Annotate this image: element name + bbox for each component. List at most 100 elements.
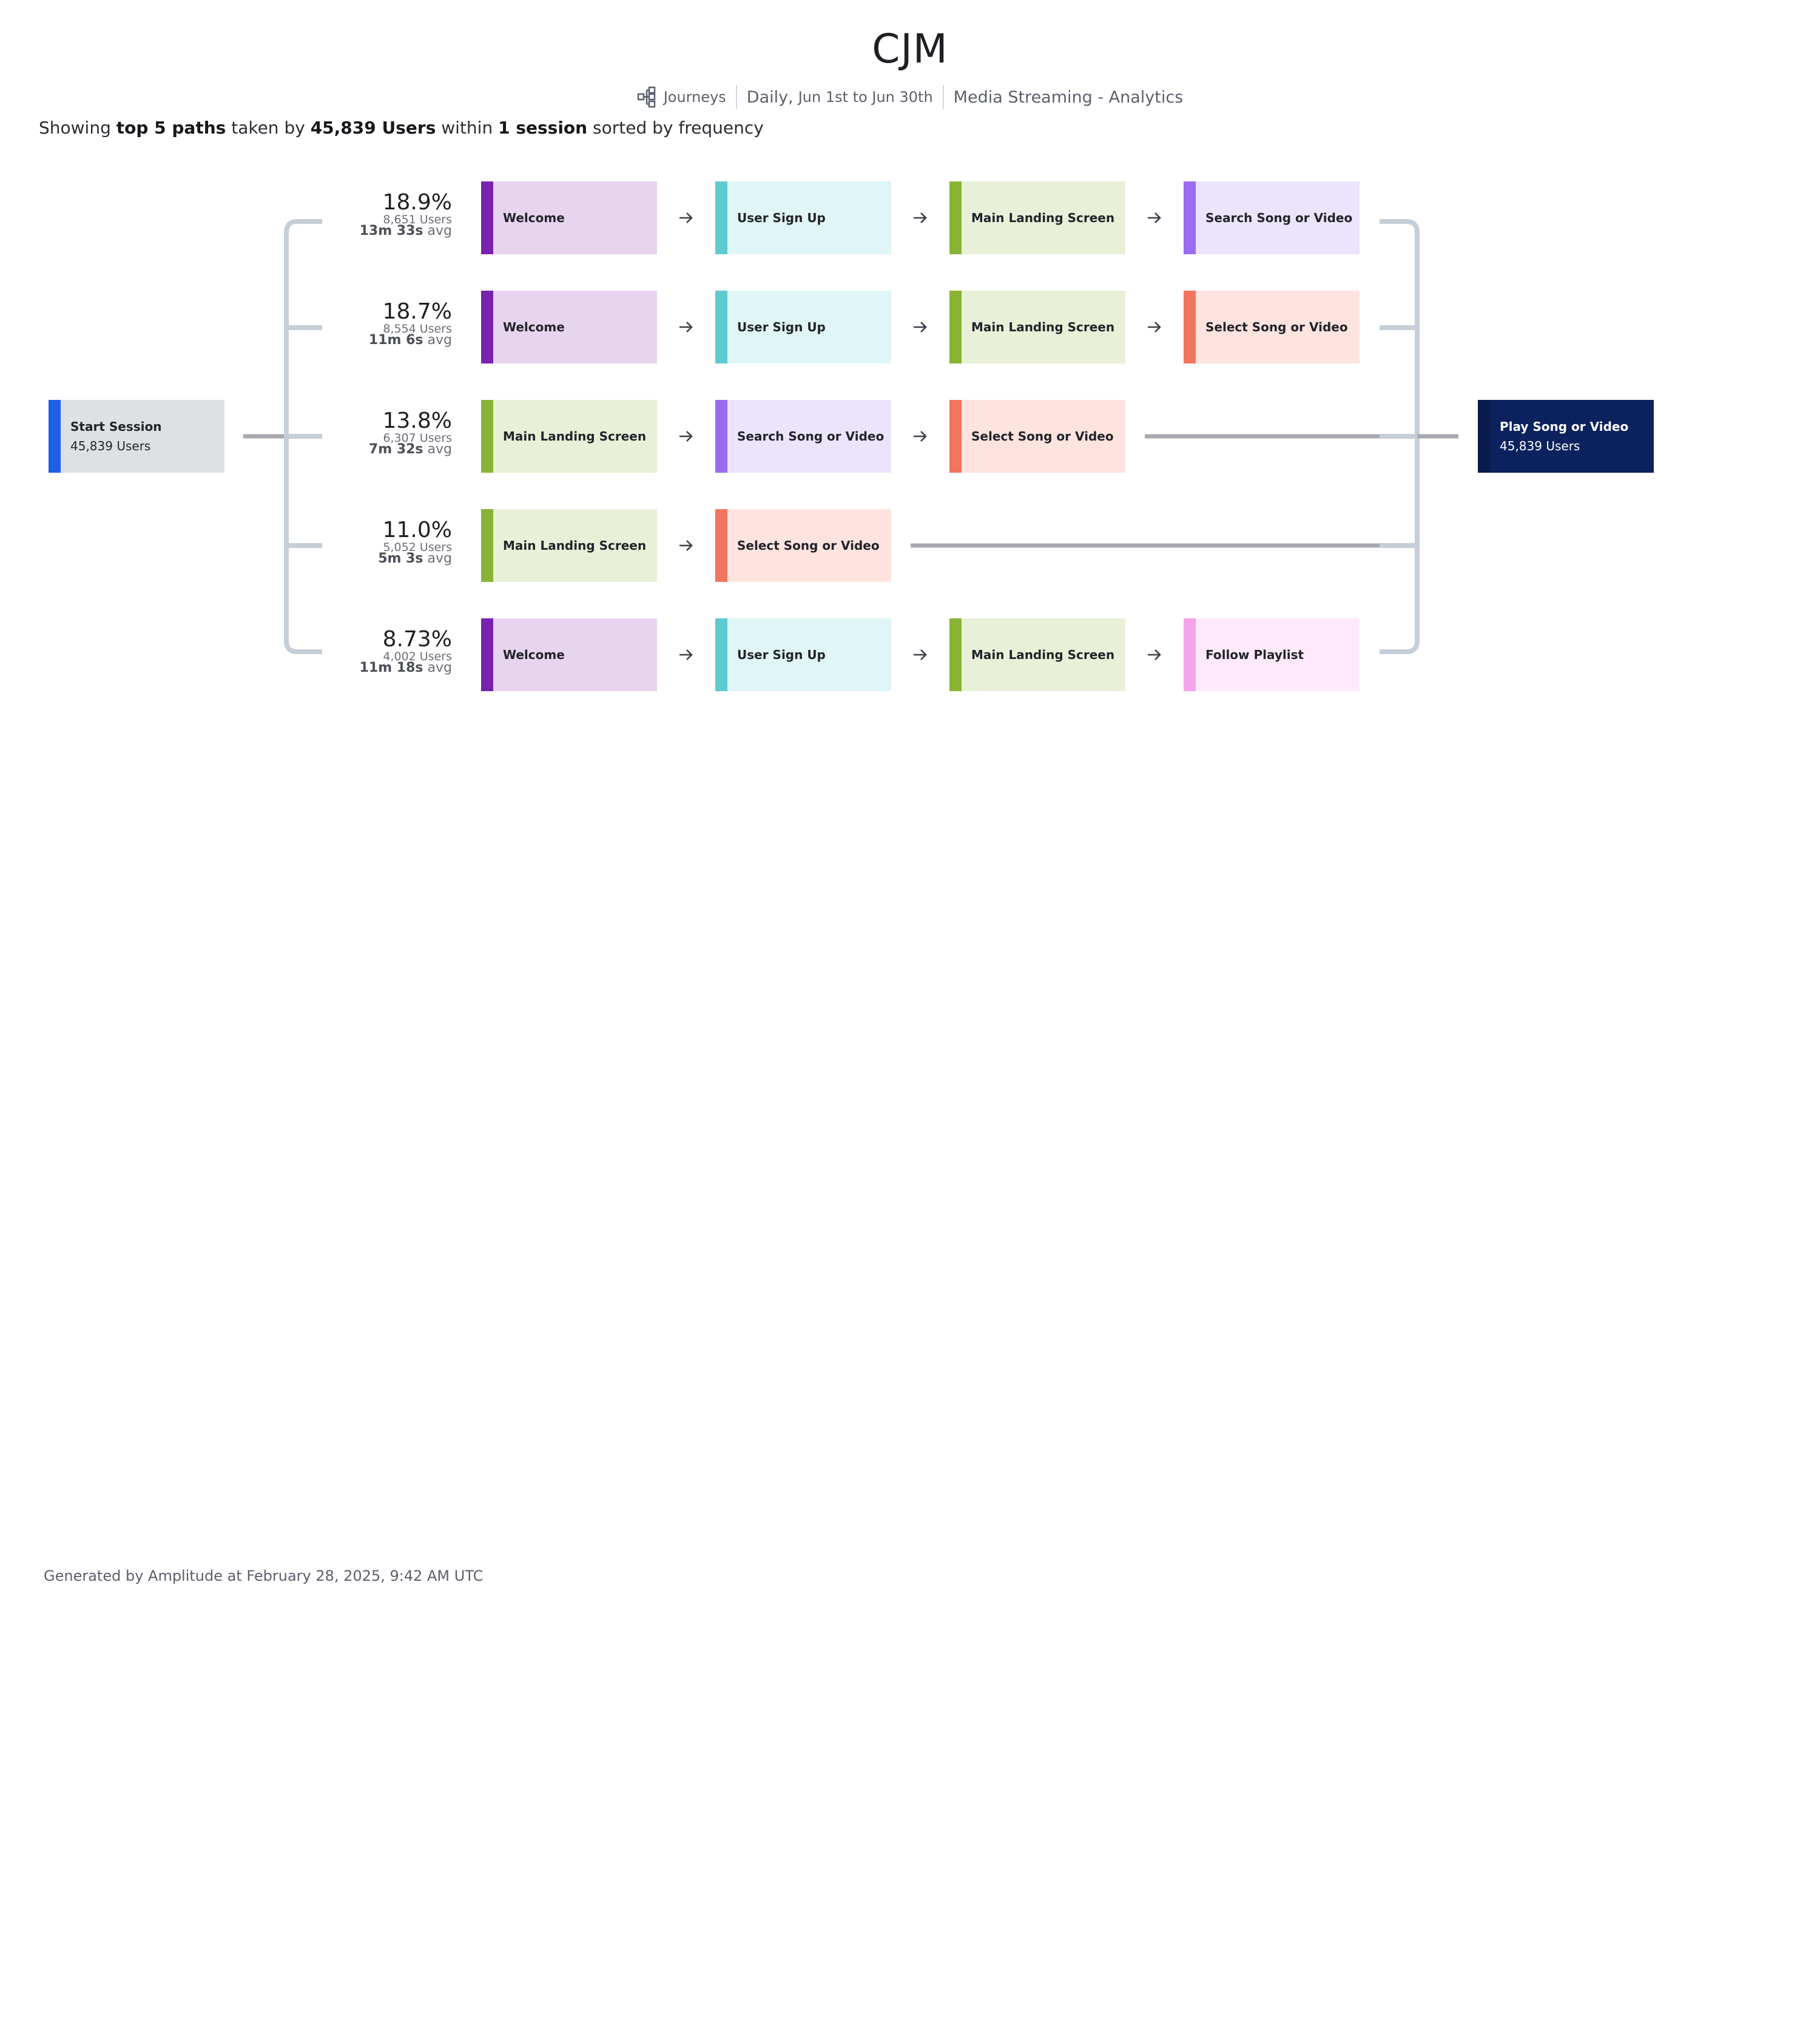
step-node[interactable]: User Sign Up: [715, 181, 891, 254]
avg-time-value: 13m 33s: [359, 223, 423, 238]
meta-divider: [942, 85, 944, 109]
step-node[interactable]: Follow Playlist: [1184, 618, 1360, 691]
avg-label: avg: [423, 442, 452, 457]
summary-paths: top 5 paths: [116, 118, 226, 138]
step-node[interactable]: Welcome: [481, 291, 657, 363]
summary-text: sorted by frequency: [587, 118, 764, 138]
arrow-right-icon: [679, 431, 693, 442]
step-label: Main Landing Screen: [503, 429, 647, 444]
step-node[interactable]: Search Song or Video: [1184, 181, 1360, 254]
step-node[interactable]: Select Song or Video: [1184, 291, 1360, 363]
step-node[interactable]: User Sign Up: [715, 291, 891, 363]
node-color-bar: [49, 400, 61, 473]
node-color-bar: [481, 181, 493, 254]
arrow-right-icon: [914, 649, 927, 660]
step-label: Main Landing Screen: [971, 647, 1115, 662]
step-node[interactable]: Welcome: [481, 181, 657, 254]
start-session-node[interactable]: Start Session 45,839 Users: [49, 400, 224, 473]
step-label: User Sign Up: [737, 647, 826, 662]
node-color-bar: [715, 181, 727, 254]
path-users: 8,554 Users: [383, 322, 452, 336]
step-node[interactable]: Search Song or Video: [715, 400, 891, 473]
step-label: Welcome: [503, 320, 565, 334]
step-label: Select Song or Video: [737, 538, 880, 553]
avg-label: avg: [423, 660, 452, 675]
chart-type: Journeys: [637, 86, 726, 108]
step-node[interactable]: Select Song or Video: [949, 400, 1125, 473]
arrow-right-icon: [679, 322, 693, 333]
avg-label: avg: [423, 551, 452, 566]
step-node[interactable]: Main Landing Screen: [481, 509, 657, 582]
node-color-bar: [481, 291, 493, 363]
arrow-right-icon: [679, 212, 693, 223]
node-color-bar: [949, 400, 962, 473]
path-users: 4,002 Users: [383, 650, 452, 663]
page-title: CJM: [872, 25, 948, 72]
summary-text: taken by: [226, 118, 311, 138]
path-avg-time: 7m 32s avg: [337, 442, 452, 457]
node-color-bar: [481, 400, 493, 473]
node-color-bar: [1184, 618, 1196, 691]
project-name: Media Streaming - Analytics: [953, 87, 1184, 107]
date-granularity: Daily,: [746, 87, 794, 107]
step-label: User Sign Up: [737, 211, 826, 225]
node-color-bar: [715, 509, 727, 582]
node-color-bar: [949, 181, 962, 254]
step-label: User Sign Up: [737, 320, 826, 334]
summary-users: 45,839 Users: [310, 118, 436, 138]
avg-time-value: 11m 6s: [368, 333, 423, 348]
arrow-right-icon: [914, 212, 927, 223]
path-avg-time: 13m 33s avg: [337, 223, 452, 238]
generated-footer: Generated by Amplitude at February 28, 2…: [44, 1567, 484, 1584]
date-range: Jun 1st to Jun 30th: [798, 89, 933, 106]
node-color-bar: [1184, 291, 1196, 363]
path-users: 5,052 Users: [383, 541, 452, 554]
arrow-right-icon: [1148, 649, 1161, 660]
step-node[interactable]: Select Song or Video: [715, 509, 891, 582]
step-label: Select Song or Video: [971, 429, 1114, 444]
node-label: Play Song or Video 45,839 Users: [1490, 419, 1628, 453]
path-avg-time: 11m 18s avg: [337, 660, 452, 675]
summary-text: within: [436, 118, 499, 138]
step-node[interactable]: Main Landing Screen: [481, 400, 657, 473]
node-color-bar: [949, 291, 962, 363]
step-label: Search Song or Video: [737, 429, 885, 444]
node-color-bar: [949, 618, 962, 691]
play-song-node[interactable]: Play Song or Video 45,839 Users: [1478, 400, 1654, 473]
avg-label: avg: [423, 333, 452, 348]
journeys-icon: [637, 86, 655, 108]
step-node[interactable]: Main Landing Screen: [949, 181, 1125, 254]
step-label: Follow Playlist: [1205, 647, 1304, 662]
end-node-title: Play Song or Video: [1500, 419, 1629, 434]
arrow-right-icon: [1148, 212, 1161, 223]
path-percentage: 11.0%: [382, 518, 452, 542]
summary-session: 1 session: [498, 118, 588, 138]
path-percentage: 13.8%: [382, 408, 452, 433]
avg-label: avg: [423, 223, 452, 238]
node-color-bar: [1184, 181, 1196, 254]
node-color-bar: [481, 618, 493, 691]
node-color-bar: [715, 400, 727, 473]
step-node[interactable]: Main Landing Screen: [949, 291, 1125, 363]
avg-time-value: 11m 18s: [359, 660, 423, 675]
summary-line: Showing top 5 paths taken by 45,839 User…: [39, 118, 764, 138]
step-node[interactable]: Welcome: [481, 618, 657, 691]
arrow-right-icon: [679, 540, 693, 551]
end-node-users: 45,839 Users: [1500, 439, 1580, 453]
chart-type-label: Journeys: [663, 89, 726, 106]
node-color-bar: [481, 509, 493, 582]
meta-divider: [735, 85, 737, 109]
arrow-right-icon: [914, 322, 927, 333]
path-percentage: 18.9%: [382, 190, 452, 215]
arrow-right-icon: [679, 649, 693, 660]
start-node-users: 45,839 Users: [70, 439, 151, 453]
node-color-bar: [1478, 400, 1490, 473]
path-avg-time: 5m 3s avg: [337, 551, 452, 566]
step-node[interactable]: User Sign Up: [715, 618, 891, 691]
path-users: 6,307 Users: [383, 431, 452, 445]
step-node[interactable]: Main Landing Screen: [949, 618, 1125, 691]
